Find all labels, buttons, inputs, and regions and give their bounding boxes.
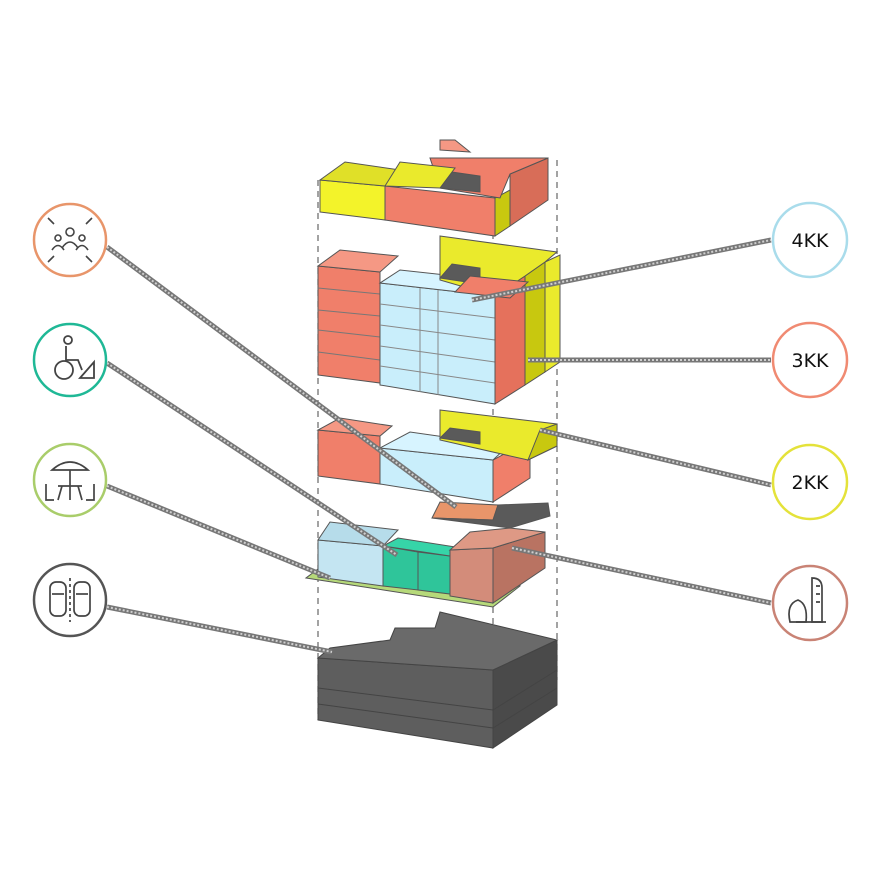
legend-outdoor <box>32 442 108 518</box>
outdoor-cafe-icon <box>45 461 95 501</box>
right-legend: 4KK 3KK 2KK <box>771 201 849 642</box>
legend-four-room: 4KK <box>771 201 849 279</box>
top-floor <box>318 139 549 237</box>
legend-three-room: 3KK <box>771 321 849 399</box>
parking-level <box>316 611 559 749</box>
residential-stack <box>316 235 561 405</box>
three-room-label: 3KK <box>791 350 829 372</box>
community-room <box>431 501 499 521</box>
wheelchair-accessible-icon <box>54 335 95 380</box>
legend-community <box>32 202 108 278</box>
accessible-unit <box>382 545 419 591</box>
legend-parking <box>32 562 108 638</box>
community-room-icon <box>47 217 93 263</box>
two-room-floor <box>316 409 558 503</box>
leader-lines <box>105 237 772 655</box>
commercial-unit <box>449 547 494 604</box>
two-room-label: 2KK <box>791 472 829 494</box>
ground-floor <box>304 501 551 608</box>
legend-commercial <box>771 564 849 642</box>
legend-accessible <box>32 322 108 398</box>
four-room-label: 4KK <box>791 230 829 252</box>
commercial-retail-icon <box>788 577 826 623</box>
left-legend <box>32 202 108 638</box>
parking-icon <box>49 578 91 622</box>
legend-two-room: 2KK <box>771 443 849 521</box>
